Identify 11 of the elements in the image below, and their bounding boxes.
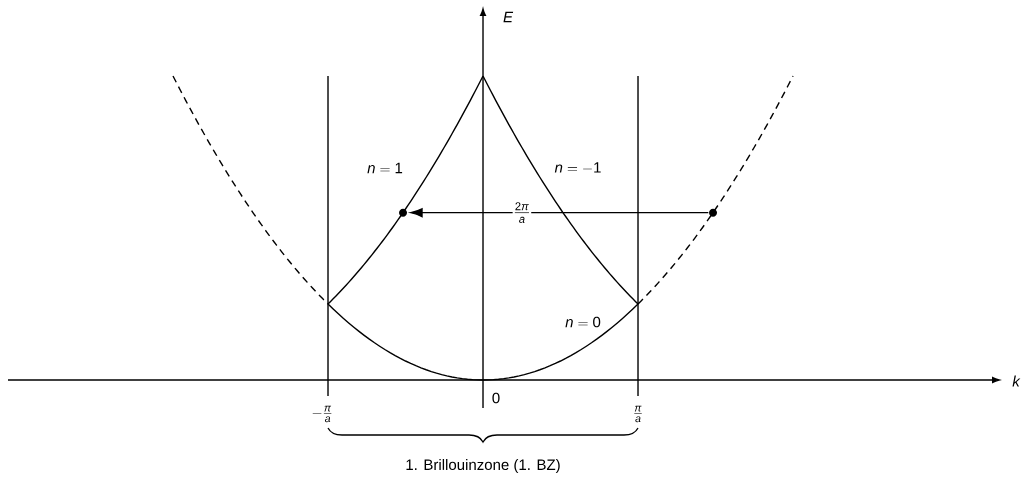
zone-label: 1. Brillouinzone (1. BZ) xyxy=(406,459,560,473)
axis-label: $n = 0$ xyxy=(565,316,601,328)
axis-label: $0$ xyxy=(492,392,500,404)
axis-label: $E$ xyxy=(503,11,514,23)
axis-label: $n = 1$ xyxy=(367,162,403,174)
axis-label: $n = -1$ xyxy=(554,162,601,173)
arrow xyxy=(410,208,709,218)
edge-label: $\frac{2\pi}{a}$ xyxy=(512,201,532,224)
axis-label: $k$ xyxy=(1012,375,1021,387)
axis-label: $-\frac{\pi}{a}$ xyxy=(312,405,332,423)
axis-label: $\frac{\pi}{a}$ xyxy=(634,405,642,423)
